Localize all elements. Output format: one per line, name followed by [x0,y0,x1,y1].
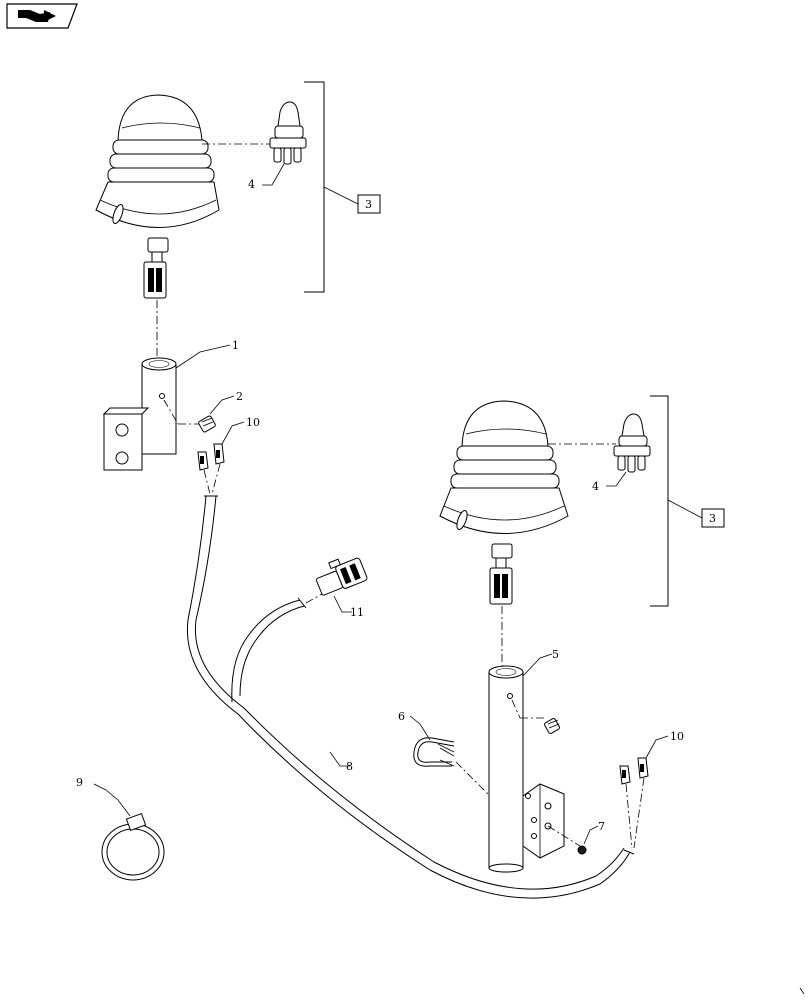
callout-box-3b [701,508,725,528]
terminal-part-10a [197,443,225,471]
corner-mark [799,987,805,995]
callout-7: 7 [598,820,605,833]
callout-3a: 3 [365,198,372,211]
callout-11: 11 [350,606,364,619]
set-screw-part-2 [198,415,216,433]
mount-tube-part-1 [102,357,177,471]
mount-tube-part-5 [488,665,565,873]
set-screw-part-2b [544,718,560,734]
callout-4a: 4 [248,178,255,191]
u-bolt-part-6 [413,737,455,767]
callout-10b: 10 [670,730,684,743]
beacon-lamp-1 [95,94,220,299]
callout-4b: 4 [592,480,599,493]
callout-1: 1 [232,339,239,352]
bulb-part-4b [613,413,651,473]
assembly-bracket-3b [650,395,669,607]
next-page-arrow-icon[interactable] [6,3,78,29]
cable-tie-part-9 [101,789,165,881]
nut-part-7 [577,845,587,855]
bulb-part-4a [269,101,307,165]
connector-part-11 [315,557,368,596]
callout-3b: 3 [709,512,716,525]
callout-2: 2 [236,390,243,403]
callout-box-3a [357,194,381,214]
beacon-lamp-2 [439,400,569,605]
callout-5: 5 [552,648,559,661]
callout-9: 9 [76,776,83,789]
callout-10a: 10 [246,416,260,429]
wire-harness-part-8 [186,495,635,899]
terminal-part-10b [619,757,649,785]
callout-8: 8 [346,760,353,773]
assembly-bracket-3a [304,81,325,293]
callout-6: 6 [398,710,405,723]
